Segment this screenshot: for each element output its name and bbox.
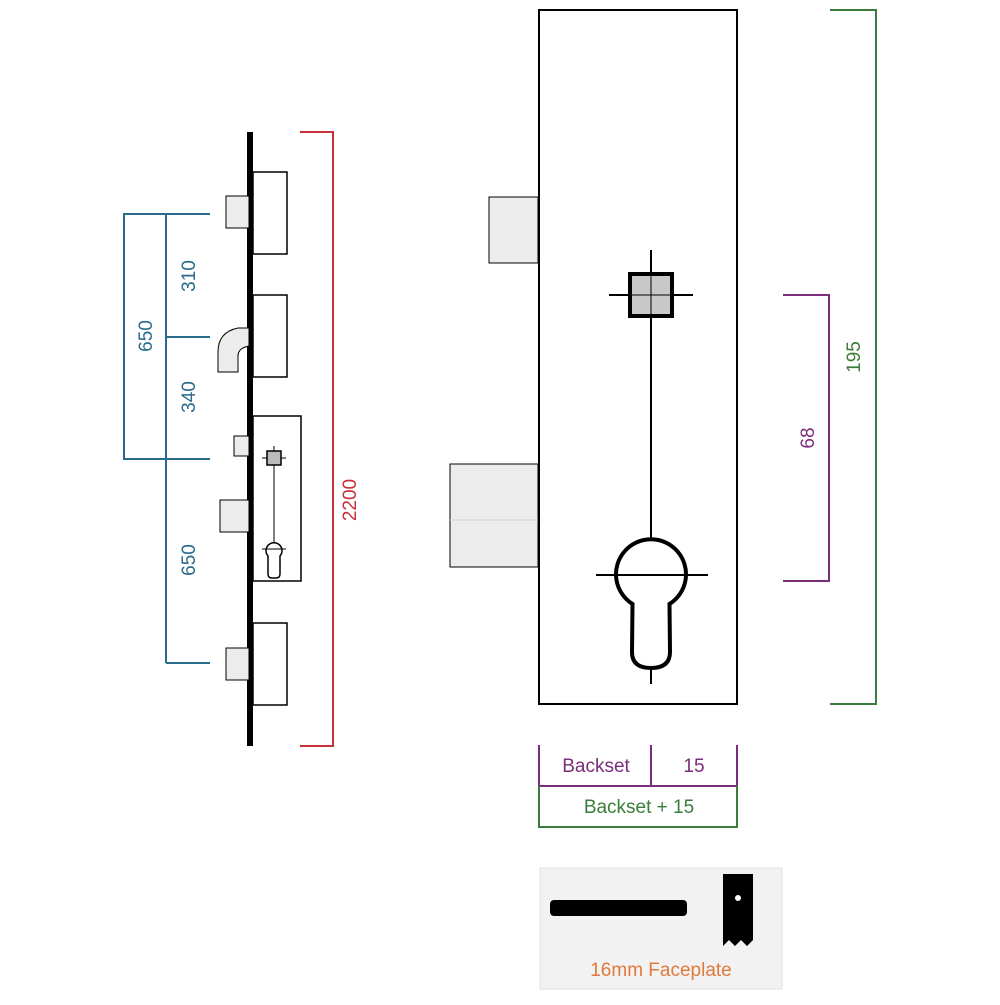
faceplate-inset: 16mm Faceplate	[539, 867, 783, 990]
backset-bracket	[538, 745, 738, 787]
dim-68-bracket	[783, 294, 830, 582]
dim-310-label: 310	[179, 260, 200, 292]
faceplate-caption: 16mm Faceplate	[590, 960, 732, 981]
dim-340-label: 340	[179, 381, 200, 413]
bottom-bolt-body	[252, 622, 288, 706]
top-bolt-body	[252, 171, 288, 255]
faceplate-profile-bar	[550, 900, 687, 916]
gearbox-deadbolt-tab	[219, 499, 250, 533]
upper-hook-body	[252, 294, 288, 378]
upper-hook	[217, 327, 250, 373]
latch-bolt	[488, 196, 539, 264]
dim-2200-label: 2200	[340, 479, 361, 521]
dead-bolt	[449, 463, 539, 568]
backset-plus-bracket	[538, 786, 738, 828]
dim-650-top-label: 650	[136, 320, 157, 352]
bottom-bolt-tab	[225, 647, 250, 681]
dim-195-bracket	[830, 9, 877, 705]
euro-cylinder-cutout	[614, 537, 688, 671]
backset-plus-label: Backset + 15	[584, 797, 694, 818]
gearbox-euro-cylinder	[265, 541, 283, 579]
dim-195-label: 195	[844, 341, 865, 373]
fifteen-label: 15	[683, 756, 704, 777]
faceplate-screw-hole	[735, 895, 741, 901]
gearbox-spindle-square	[266, 450, 282, 466]
faceplate-edge-profile	[723, 874, 753, 946]
top-bolt-tab	[225, 195, 250, 229]
lock-case-detail: 68 195 Backset 15 Backset + 15	[449, 9, 877, 828]
multipoint-lock-elevation: 2200 650 310 340 650	[123, 131, 361, 747]
faceplate-bar	[247, 132, 253, 746]
dim-68-label: 68	[798, 427, 819, 448]
dim-650-bottom-label: 650	[179, 544, 200, 576]
dim-2200-bracket	[300, 131, 334, 747]
gearbox-latch-tab	[233, 435, 250, 457]
backset-label: Backset	[562, 756, 630, 777]
blue-dimension-lines	[123, 213, 210, 664]
